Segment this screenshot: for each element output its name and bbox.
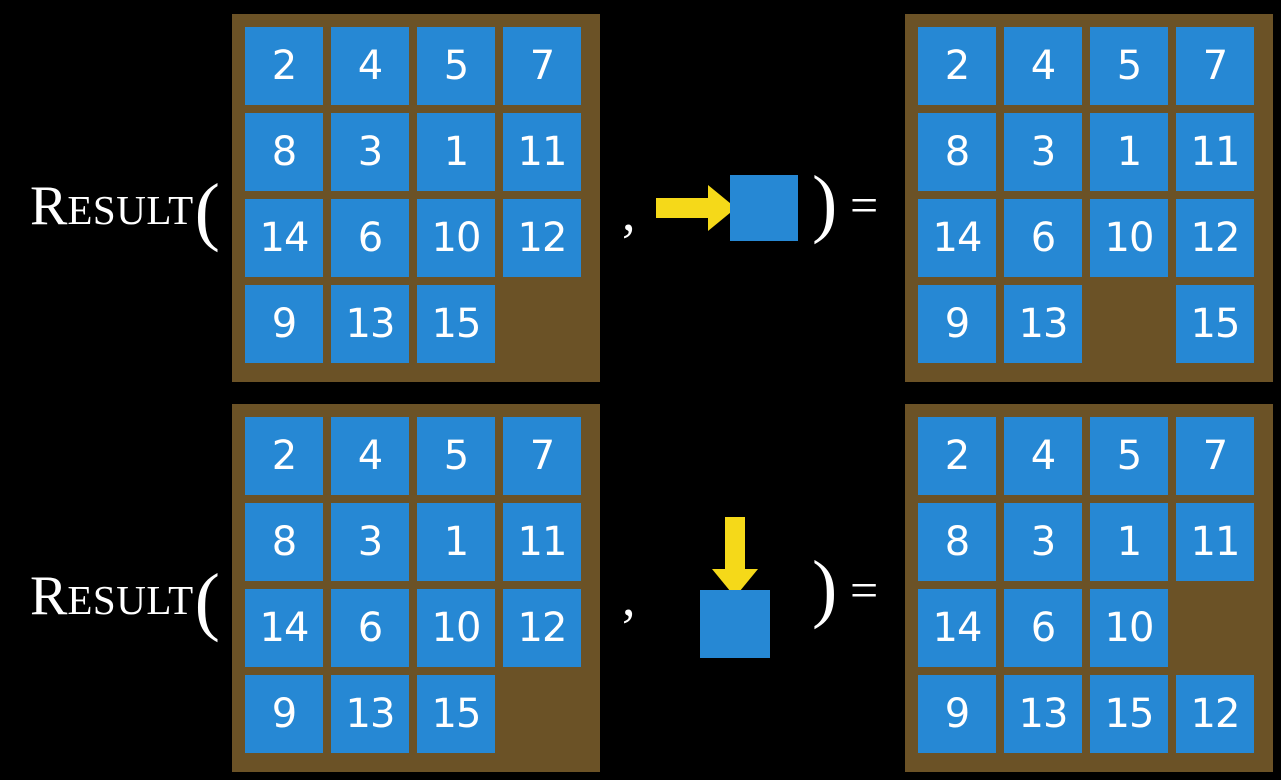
tile[interactable]: 10 (1090, 589, 1168, 667)
tile[interactable]: 3 (1004, 113, 1082, 191)
tile[interactable]: 3 (1004, 503, 1082, 581)
puzzle-board-before-row2[interactable]: 2 4 5 7 8 3 1 11 14 6 10 12 9 13 15 (232, 404, 600, 772)
tile[interactable]: 12 (1176, 675, 1254, 753)
action-move-down-row2[interactable] (700, 517, 770, 658)
tile[interactable]: 6 (1004, 589, 1082, 667)
blank-cell[interactable] (503, 675, 581, 753)
tile[interactable]: 4 (331, 417, 409, 495)
close-paren-row2: ) (812, 546, 838, 630)
tile[interactable]: 1 (1090, 503, 1168, 581)
tile[interactable]: 10 (417, 199, 495, 277)
tile[interactable]: 11 (503, 113, 581, 191)
tile[interactable]: 2 (245, 417, 323, 495)
tile[interactable]: 7 (503, 417, 581, 495)
tile[interactable]: 2 (918, 417, 996, 495)
result-label-rest: ESULT (67, 577, 194, 623)
tile[interactable]: 15 (1176, 285, 1254, 363)
tile[interactable]: 13 (331, 285, 409, 363)
tile[interactable]: 3 (331, 113, 409, 191)
tile[interactable]: 13 (331, 675, 409, 753)
tile[interactable]: 8 (918, 113, 996, 191)
arrow-shaft (656, 198, 714, 218)
tile[interactable]: 8 (245, 503, 323, 581)
tile[interactable]: 3 (331, 503, 409, 581)
tile[interactable]: 4 (1004, 417, 1082, 495)
tile[interactable]: 7 (1176, 417, 1254, 495)
tile[interactable]: 4 (331, 27, 409, 105)
result-label-initial: R (30, 175, 68, 237)
puzzle-board-after-row2[interactable]: 2 4 5 7 8 3 1 11 14 6 10 9 13 15 12 (905, 404, 1273, 772)
blank-cell[interactable] (1176, 589, 1254, 667)
equals-row2: = (850, 562, 879, 618)
tile[interactable]: 13 (1004, 285, 1082, 363)
tile[interactable]: 7 (503, 27, 581, 105)
tile[interactable]: 6 (331, 589, 409, 667)
tile[interactable]: 1 (1090, 113, 1168, 191)
tile[interactable]: 10 (1090, 199, 1168, 277)
tile[interactable]: 5 (1090, 417, 1168, 495)
puzzle-board-before-row1[interactable]: 2 4 5 7 8 3 1 11 14 6 10 12 9 13 15 (232, 14, 600, 382)
tile[interactable]: 1 (417, 503, 495, 581)
tile[interactable]: 5 (1090, 27, 1168, 105)
tile[interactable]: 12 (1176, 199, 1254, 277)
tile[interactable]: 11 (1176, 113, 1254, 191)
tile[interactable]: 11 (1176, 503, 1254, 581)
comma-row1: , (622, 182, 636, 242)
arrow-shaft (725, 517, 745, 575)
comma-row2: , (622, 567, 636, 627)
tile[interactable]: 11 (503, 503, 581, 581)
arrow-down-icon (712, 517, 758, 597)
tile[interactable]: 14 (918, 589, 996, 667)
tile[interactable]: 13 (1004, 675, 1082, 753)
tile[interactable]: 5 (417, 417, 495, 495)
tile[interactable]: 12 (503, 589, 581, 667)
tile[interactable]: 6 (331, 199, 409, 277)
tile[interactable]: 2 (918, 27, 996, 105)
tile[interactable]: 9 (918, 675, 996, 753)
tile[interactable]: 9 (245, 675, 323, 753)
blank-cell[interactable] (1090, 285, 1168, 363)
tile[interactable]: 10 (417, 589, 495, 667)
action-move-right-row1[interactable] (656, 175, 798, 241)
result-label-initial: R (30, 565, 68, 627)
tile[interactable]: 14 (245, 199, 323, 277)
tile[interactable]: 15 (1090, 675, 1168, 753)
tile[interactable]: 7 (1176, 27, 1254, 105)
puzzle-board-after-row1[interactable]: 2 4 5 7 8 3 1 11 14 6 10 12 9 13 15 (905, 14, 1273, 382)
tile[interactable]: 9 (918, 285, 996, 363)
tile[interactable]: 9 (245, 285, 323, 363)
tile[interactable]: 8 (245, 113, 323, 191)
close-paren-row1: ) (812, 161, 838, 245)
blank-tile-indicator[interactable] (730, 175, 798, 241)
equals-row1: = (850, 177, 879, 233)
tile[interactable]: 8 (918, 503, 996, 581)
blank-cell[interactable] (503, 285, 581, 363)
tile[interactable]: 14 (918, 199, 996, 277)
tile[interactable]: 15 (417, 675, 495, 753)
tile[interactable]: 15 (417, 285, 495, 363)
tile[interactable]: 1 (417, 113, 495, 191)
tile[interactable]: 4 (1004, 27, 1082, 105)
tile[interactable]: 2 (245, 27, 323, 105)
tile[interactable]: 12 (503, 199, 581, 277)
tile[interactable]: 5 (417, 27, 495, 105)
tile[interactable]: 14 (245, 589, 323, 667)
result-label-rest: ESULT (67, 187, 194, 233)
tile[interactable]: 6 (1004, 199, 1082, 277)
blank-tile-indicator[interactable] (700, 590, 770, 658)
arrow-right-icon (656, 185, 736, 231)
